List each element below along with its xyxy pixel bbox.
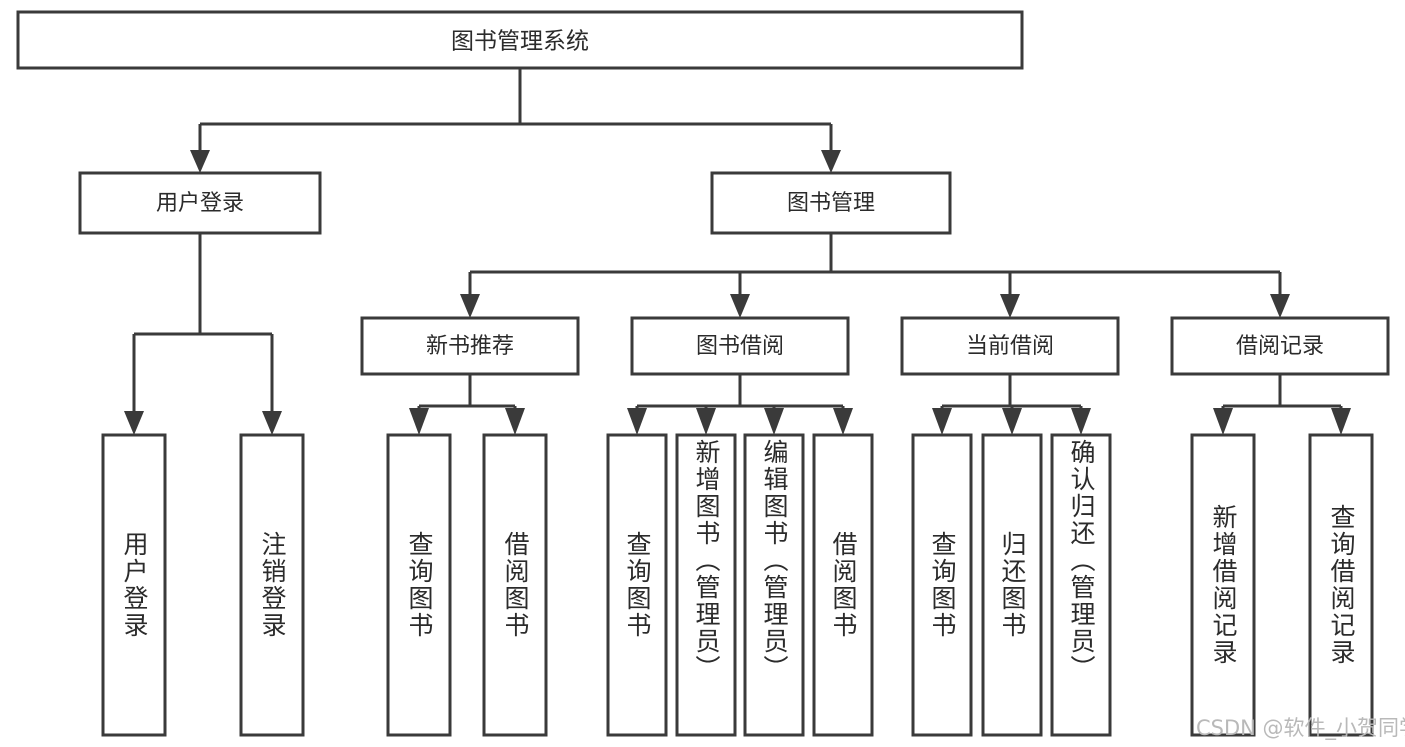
node-leaf-query-book-3-rect[interactable]	[911, 433, 973, 737]
leaf-boxes	[101, 433, 1374, 737]
arrow-head-leaf-borrow-book-2	[833, 408, 853, 435]
node-current-borrow-rect[interactable]	[900, 316, 1120, 376]
node-leaf-user-logout-rect[interactable]	[239, 433, 305, 737]
edge-group-book-borrow	[627, 374, 853, 435]
node-book-borrow[interactable]: 图书借阅	[630, 316, 850, 376]
node-current-borrow[interactable]: 当前借阅	[900, 316, 1120, 376]
edge-group-new-book-rec	[409, 374, 525, 435]
node-leaf-borrow-book-1-rect[interactable]	[482, 433, 548, 737]
edge-group-borrow-record	[1213, 374, 1351, 435]
edge-group-user-login	[124, 233, 282, 435]
edge-group-book-manage	[460, 233, 1290, 318]
node-leaf-confirm-return-rect[interactable]	[1050, 433, 1112, 737]
node-new-book-rec-label: 新书推荐	[426, 334, 514, 359]
node-user-login-label: 用户登录	[156, 191, 244, 216]
arrow-head-leaf-query-record	[1331, 408, 1351, 435]
node-book-manage-label: 图书管理	[787, 191, 875, 216]
node-leaf-borrow-book-2-rect[interactable]	[812, 433, 874, 737]
arrow-head-leaf-return-book	[1002, 408, 1022, 435]
arrow-head-book-manage	[821, 150, 841, 173]
arrow-head-new-book-rec	[460, 294, 480, 318]
arrow-head-current-borrow	[1000, 294, 1020, 318]
node-user-login-rect[interactable]	[78, 171, 322, 235]
node-new-book-rec-rect[interactable]	[360, 316, 580, 376]
edge-group-root	[190, 68, 841, 173]
node-root-label: 图书管理系统	[451, 29, 589, 55]
arrow-head-leaf-user-logout	[262, 411, 282, 435]
arrow-head-user-login	[190, 150, 210, 173]
node-user-login[interactable]: 用户登录	[78, 171, 322, 235]
node-book-borrow-label: 图书借阅	[696, 334, 784, 359]
arrow-head-book-borrow	[730, 294, 750, 318]
node-book-borrow-rect[interactable]	[630, 316, 850, 376]
node-borrow-record-label: 借阅记录	[1236, 334, 1324, 359]
node-new-book-rec[interactable]: 新书推荐	[360, 316, 580, 376]
node-borrow-record[interactable]: 借阅记录	[1170, 316, 1390, 376]
arrow-head-leaf-borrow-book-1	[505, 408, 525, 435]
arrow-head-leaf-user-login	[124, 411, 144, 435]
arrow-head-leaf-confirm-return	[1071, 408, 1091, 435]
node-leaf-add-book-rect[interactable]	[675, 433, 737, 737]
arrow-head-leaf-edit-book	[764, 408, 784, 435]
node-leaf-query-book-1-rect[interactable]	[386, 433, 452, 737]
arrow-head-leaf-add-book	[696, 408, 716, 435]
node-root[interactable]: 图书管理系统	[16, 10, 1024, 70]
node-leaf-query-record-rect[interactable]	[1308, 433, 1374, 737]
node-leaf-return-book-rect[interactable]	[981, 433, 1043, 737]
arrow-head-leaf-query-book-2	[627, 408, 647, 435]
node-leaf-user-login-rect[interactable]	[101, 433, 167, 737]
node-borrow-record-rect[interactable]	[1170, 316, 1390, 376]
arrow-head-leaf-add-record	[1213, 408, 1233, 435]
node-current-borrow-label: 当前借阅	[966, 334, 1054, 359]
edge-group-current-borrow	[932, 374, 1091, 435]
node-book-manage-rect[interactable]	[710, 171, 952, 235]
arrow-head-leaf-query-book-1	[409, 408, 429, 435]
node-root-rect[interactable]	[16, 10, 1024, 70]
node-leaf-query-book-2-rect[interactable]	[606, 433, 668, 737]
node-book-manage[interactable]: 图书管理	[710, 171, 952, 235]
node-leaf-edit-book-rect[interactable]	[743, 433, 805, 737]
arrow-head-borrow-record	[1270, 294, 1290, 318]
node-leaf-add-record-rect[interactable]	[1190, 433, 1256, 737]
arrow-head-leaf-query-book-3	[932, 408, 952, 435]
